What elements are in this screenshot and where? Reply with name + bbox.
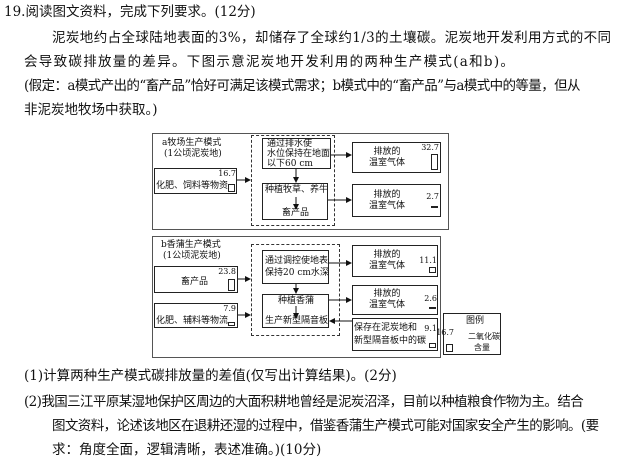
b-input1-label: 畜产品 <box>181 277 209 287</box>
question-header: 19.阅读图文资料，完成下列要求。(12分) <box>4 4 256 20</box>
b-step2-label: 种植香蒲 <box>278 296 315 306</box>
co2-value: 32.7 <box>421 143 439 152</box>
b-stored-label: 保存在泥炭地和 <box>354 323 418 333</box>
b-process-dashed <box>251 244 340 336</box>
legend-title: 图例 <box>466 316 485 326</box>
a-step1-line: 水位保持在地面 <box>267 149 331 159</box>
co2-value: 9.1 <box>424 324 437 333</box>
b-out1-label: 温室气体 <box>368 261 405 271</box>
b-out2-label: 温室气体 <box>368 300 405 310</box>
a-input-box: 化肥、饲料等物资 <box>154 168 237 194</box>
b-step1-line: 保持20 cm水深 <box>265 268 329 278</box>
co2-value: 7.9 <box>223 304 236 313</box>
a-out1-label: 温室气体 <box>368 158 405 168</box>
co2-value: 2.6 <box>424 294 437 303</box>
b-out1-box: 排放的 温室气体 <box>352 245 438 277</box>
task-2: 求：角度全面，逻辑清晰，表述准确。)(10分) <box>52 442 322 458</box>
mode-a-title: a牧场生产模式 <box>162 138 222 148</box>
material-text: 泥炭地约占全球陆地表面的3%，却储存了全球约1/3的土壤碳。泥炭地开发利用方式的… <box>52 30 612 46</box>
b-input2-label: 化肥、辅料等物流 <box>156 316 229 326</box>
b-out2-box: 排放的 温室气体 <box>352 285 438 315</box>
b-out2-label: 排放的 <box>373 289 401 299</box>
co2-bar <box>429 267 436 273</box>
a-step1-box: 通过排水使 水位保持在地面 以下60 cm <box>262 138 331 169</box>
co2-bar <box>431 206 438 208</box>
co2-value: 2.7 <box>426 192 439 201</box>
mode-b-subtitle: (1公顷泥炭地) <box>163 251 221 261</box>
a-out2-label: 温室气体 <box>368 201 405 211</box>
b-stored-box: 保存在泥炭地和 新型隔音板中的碳 <box>352 318 438 351</box>
co2-bar <box>429 307 436 309</box>
a-out2-box: 排放的 温室气体 <box>352 184 441 217</box>
a-product-label: 畜产品 <box>282 208 310 218</box>
b-step1-line: 通过调控使地表 <box>265 256 329 266</box>
material-text: 会导致碳排放量的差异。下图示意泥炭地开发利用的两种生产模式(a和b)。 <box>24 54 516 70</box>
a-step2-label: 种植牧草、养牛 <box>265 185 329 195</box>
task-1: (1)计算两种生产模式碳排放量的差值(仅写出计算结果)。(2分) <box>24 368 397 384</box>
a-step1-line: 以下60 cm <box>267 159 313 169</box>
b-product-label: 生产新型隔音板 <box>265 316 329 326</box>
b-stored-label: 新型隔音板中的碳 <box>354 336 427 346</box>
a-step2-box: 种植牧草、养牛 畜产品 <box>262 183 328 220</box>
co2-bar <box>228 279 235 291</box>
mode-a-subtitle: (1公顷泥炭地) <box>164 149 222 159</box>
co2-value: 16.7 <box>218 169 236 178</box>
mode-b-title: b香蒲生产模式 <box>161 240 221 250</box>
a-out1-label: 排放的 <box>373 147 401 157</box>
a-out1-box: 排放的 温室气体 <box>352 142 441 173</box>
legend-label: 含量 <box>474 343 490 352</box>
task-2: (2)我国三江平原某湿地保护区周边的大面积耕地曾经是泥炭沼泽，目前以种植粮食作物… <box>24 394 584 410</box>
co2-bar <box>228 183 235 192</box>
co2-value: 11.1 <box>419 256 437 265</box>
task-2: 图文资料，论述该地区在退耕还湿的过程中，借鉴香蒲生产模式可能对国家安全产生的影响… <box>52 418 599 434</box>
b-out1-label: 排放的 <box>373 250 401 260</box>
a-input-label: 化肥、饲料等物资 <box>156 181 229 191</box>
co2-bar <box>431 153 438 170</box>
b-step1-box: 通过调控使地表 保持20 cm水深 <box>262 250 329 284</box>
co2-value: 23.8 <box>218 267 236 276</box>
co2-bar <box>446 343 453 352</box>
co2-value: 16.7 <box>436 328 454 337</box>
a-process-dashed <box>251 135 335 226</box>
assumption-text: 非泥炭地牧场中获取。) <box>24 102 158 118</box>
b-input2-box: 化肥、辅料等物流 <box>154 303 238 328</box>
co2-bar <box>228 322 235 326</box>
b-input1-box: 畜产品 <box>154 266 238 293</box>
legend-label: 二氧化碳 <box>468 332 500 341</box>
a-step1-line: 通过排水使 <box>267 139 313 149</box>
co2-bar <box>429 343 436 348</box>
assumption-text: (假定：a模式产出的“畜产品”恰好可满足该模式需求；b模式中的“畜产品”与a模式… <box>24 78 581 94</box>
a-out2-label: 排放的 <box>373 190 401 200</box>
